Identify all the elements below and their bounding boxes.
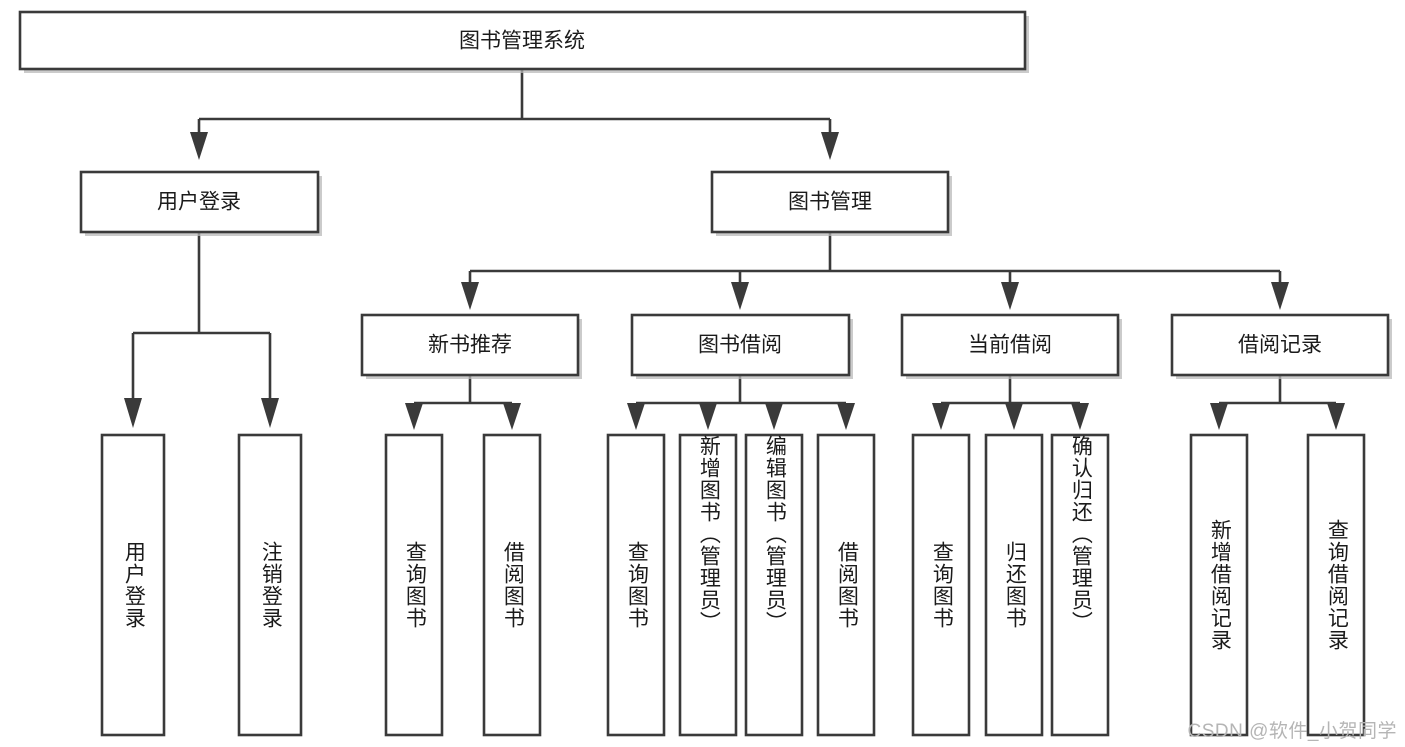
- node-user-login[interactable]: 用户登录: [79, 170, 322, 236]
- connector-group-records: [1210, 375, 1345, 430]
- leaf-box-return-book[interactable]: [984, 433, 1044, 737]
- leaf-box-query-book-2[interactable]: [606, 433, 666, 737]
- arrow-borrow-leaf-1: [627, 403, 645, 430]
- leaf-box-add-borrow-record[interactable]: [1189, 433, 1249, 737]
- arrow-borrow-leaf-4: [837, 403, 855, 430]
- node-borrow-records[interactable]: 借阅记录: [1170, 313, 1392, 379]
- arrow-current-leaf-2: [1005, 403, 1023, 430]
- arrow-root-to-book-mgmt: [821, 132, 839, 160]
- leaf-box-add-book-admin[interactable]: [678, 433, 738, 737]
- node-new-book-recommend-label: 新书推荐: [428, 334, 512, 357]
- arrow-book-mgmt-to-current: [1001, 282, 1019, 310]
- connector-group-current: [932, 375, 1089, 430]
- arrow-book-mgmt-to-records: [1271, 282, 1289, 310]
- node-current-borrow-label: 当前借阅: [968, 334, 1052, 357]
- arrow-records-leaf-2: [1327, 403, 1345, 430]
- connector-group-root: [190, 69, 839, 160]
- leaf-box-query-book-1[interactable]: [384, 433, 444, 737]
- arrow-records-leaf-1: [1210, 403, 1228, 430]
- connector-group-book-mgmt: [461, 232, 1289, 310]
- node-root-label: 图书管理系统: [459, 30, 585, 53]
- node-user-login-label: 用户登录: [157, 191, 241, 214]
- node-root-box[interactable]: [18, 10, 1027, 71]
- arrow-root-to-user-login: [190, 132, 208, 160]
- arrow-new-book-leaf-1: [405, 403, 423, 430]
- leaf-box-user-login[interactable]: [100, 433, 166, 737]
- node-root-system[interactable]: 图书管理系统: [18, 10, 1029, 73]
- node-user-login-box[interactable]: [79, 170, 320, 234]
- leaf-box-confirm-return-admin[interactable]: [1050, 433, 1110, 737]
- node-book-borrow[interactable]: 图书借阅: [630, 313, 853, 379]
- arrow-current-leaf-3: [1071, 403, 1089, 430]
- connector-group-user-login: [124, 232, 279, 428]
- connector-group-borrow: [627, 375, 855, 430]
- leaf-box-query-borrow-record[interactable]: [1306, 433, 1366, 737]
- leaf-box-borrow-book-2[interactable]: [816, 433, 876, 737]
- connector-group-new-book: [405, 375, 521, 430]
- arrow-user-login-leaf-2: [261, 398, 279, 428]
- arrow-book-mgmt-to-new-book: [461, 282, 479, 310]
- leaf-node-group: [100, 433, 1366, 737]
- arrow-new-book-leaf-2: [503, 403, 521, 430]
- node-book-borrow-label: 图书借阅: [698, 334, 782, 357]
- node-borrow-records-box[interactable]: [1170, 313, 1390, 377]
- node-new-book-recommend[interactable]: 新书推荐: [360, 313, 582, 379]
- leaf-box-edit-book-admin[interactable]: [744, 433, 804, 737]
- node-book-borrow-box[interactable]: [630, 313, 851, 377]
- node-current-borrow-box[interactable]: [900, 313, 1120, 377]
- node-current-borrow[interactable]: 当前借阅: [900, 313, 1122, 379]
- leaf-box-borrow-book-1[interactable]: [482, 433, 542, 737]
- leaf-box-logout[interactable]: [237, 433, 303, 737]
- arrow-user-login-leaf-1: [124, 398, 142, 428]
- node-borrow-records-label: 借阅记录: [1238, 334, 1322, 357]
- leaf-box-query-book-3[interactable]: [911, 433, 971, 737]
- node-book-management-box[interactable]: [710, 170, 950, 234]
- arrow-book-mgmt-to-borrow: [731, 282, 749, 310]
- arrow-current-leaf-1: [932, 403, 950, 430]
- node-new-book-recommend-box[interactable]: [360, 313, 580, 377]
- node-book-management-label: 图书管理: [788, 191, 872, 214]
- arrow-borrow-leaf-2: [699, 403, 717, 430]
- csdn-watermark: CSDN @软件_小贺同学: [1187, 721, 1397, 742]
- node-book-management[interactable]: 图书管理: [710, 170, 952, 236]
- arrow-borrow-leaf-3: [765, 403, 783, 430]
